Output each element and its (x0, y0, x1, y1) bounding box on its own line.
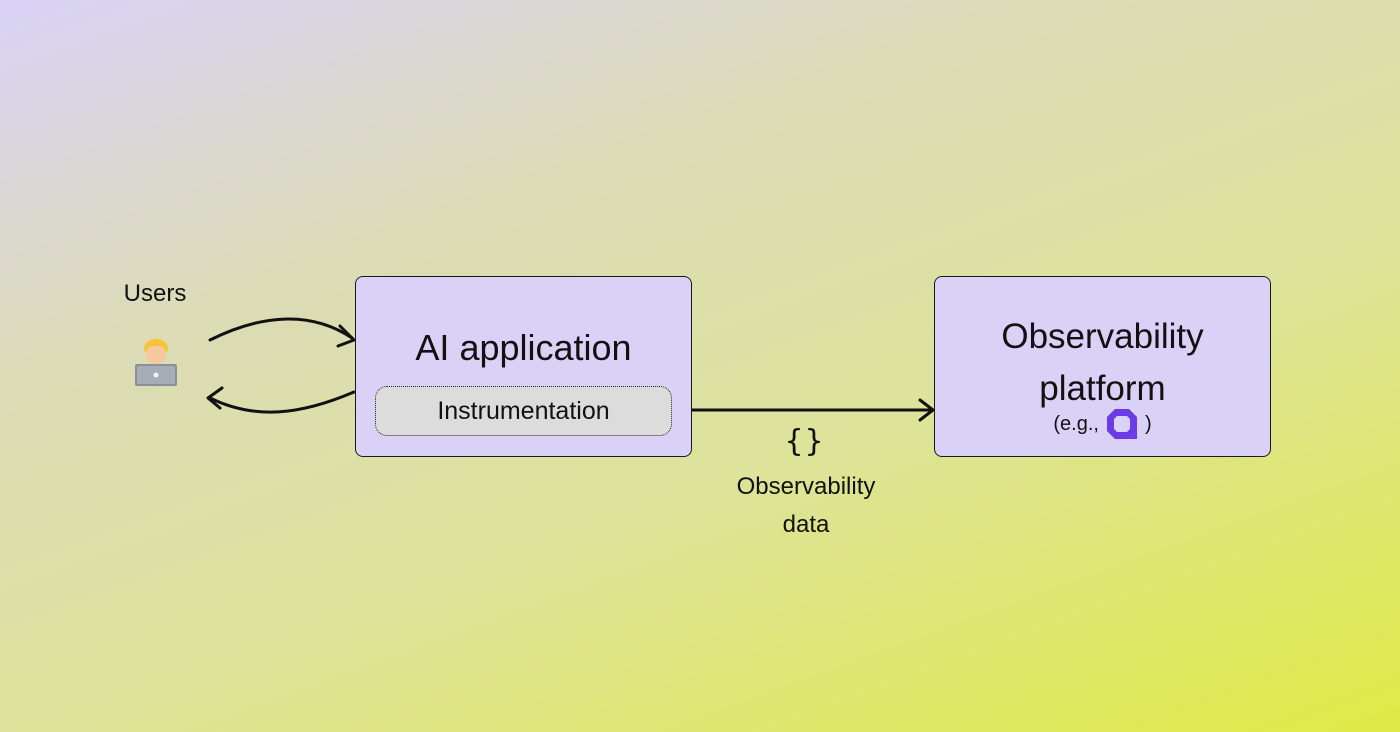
ai-application-box: AI application Instrumentation (355, 276, 692, 457)
data-flow-arrowhead (918, 398, 935, 422)
app-to-user-arrowhead (206, 386, 224, 410)
json-braces-icon: {} (784, 424, 826, 459)
instrumentation-label: Instrumentation (437, 396, 610, 425)
observability-platform-box: Observability platform (e.g., ) (934, 276, 1271, 457)
users-label: Users (123, 280, 187, 307)
platform-example: (e.g., ) (935, 405, 1270, 443)
user-to-app-arrow (208, 317, 354, 342)
platform-title-line2: platform (1039, 369, 1166, 408)
observability-data-label: Observability data (704, 468, 908, 544)
instrumentation-box: Instrumentation (375, 386, 672, 436)
data-label-line2: data (782, 511, 830, 538)
example-prefix: (e.g., (1053, 412, 1099, 435)
platform-logo-icon (1103, 405, 1141, 443)
person-with-laptop-icon (128, 334, 184, 390)
data-label-line1: Observability (736, 473, 876, 500)
observability-platform-title: Observability platform (935, 311, 1270, 415)
app-to-user-arrow (208, 390, 356, 414)
example-suffix: ) (1144, 412, 1152, 435)
platform-title-line1: Observability (1001, 317, 1204, 356)
user-to-app-arrowhead (336, 324, 356, 348)
ai-application-title: AI application (415, 327, 632, 368)
